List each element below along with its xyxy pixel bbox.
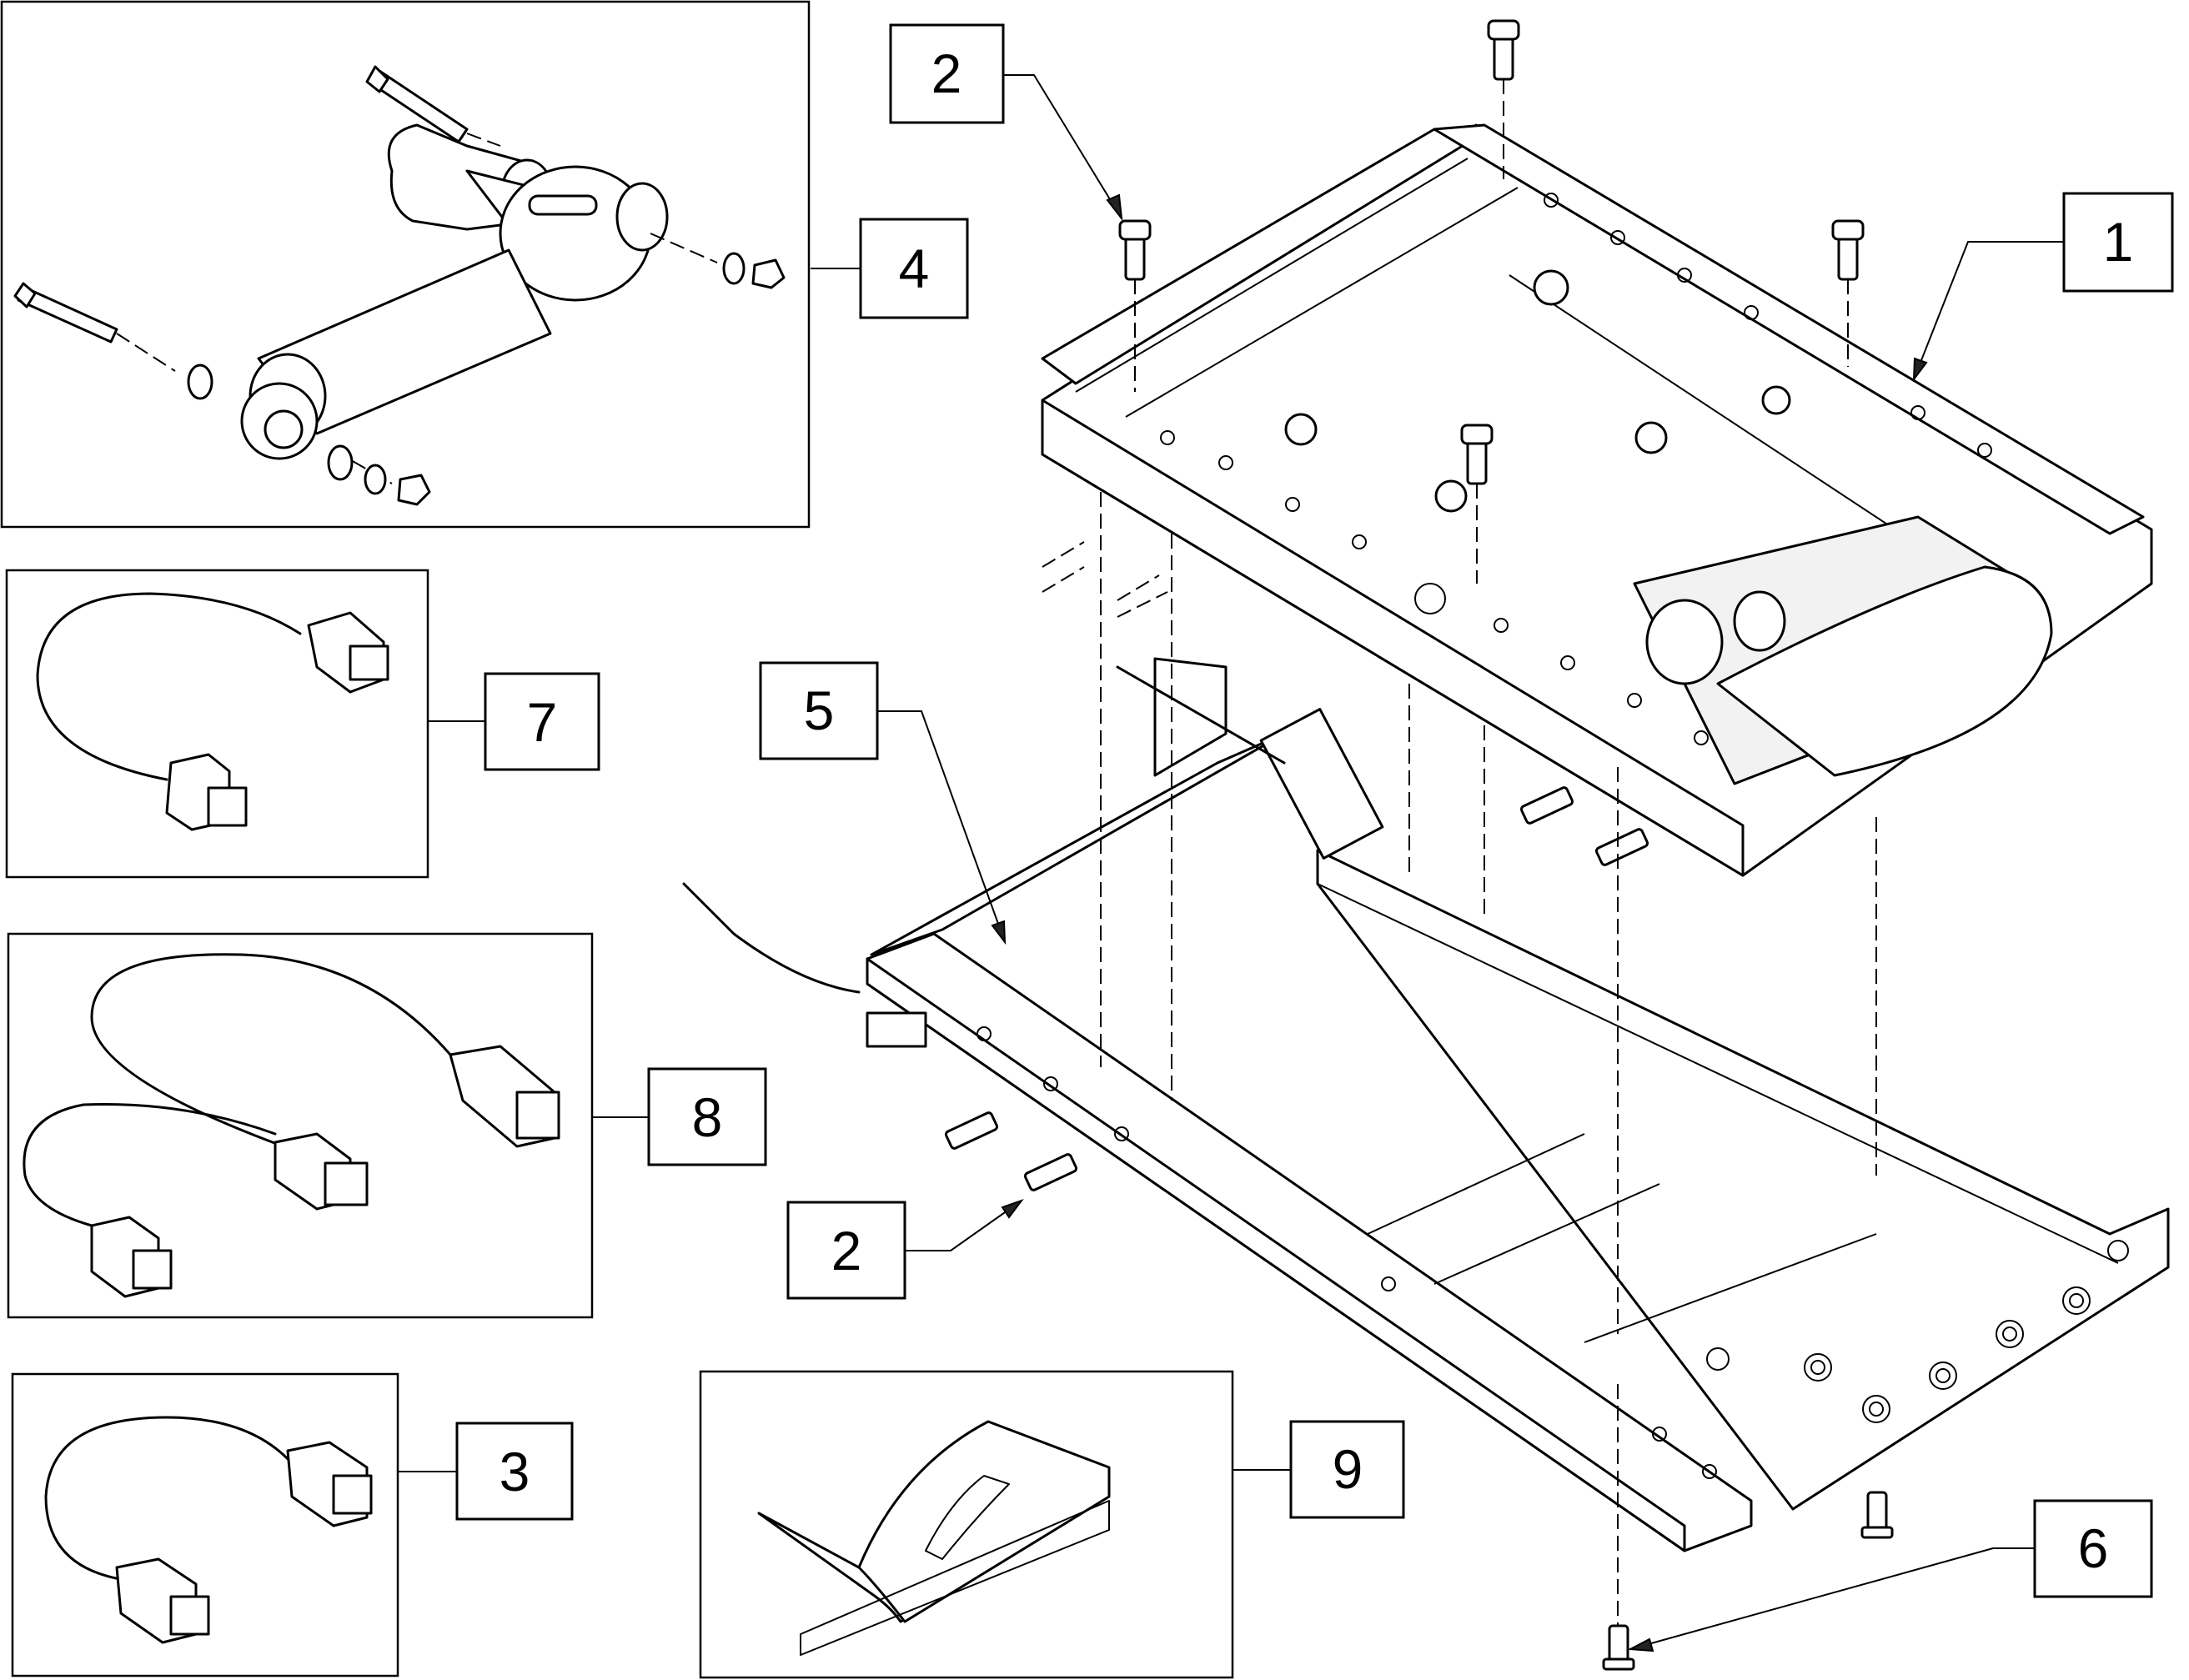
sensor-bracket [682, 657, 1384, 1048]
main-assembly [682, 19, 2170, 1671]
callout-8: 8 [647, 1067, 767, 1166]
shroud-9-illustration [757, 1420, 1111, 1656]
alignment-lines [1042, 79, 1877, 1626]
callout-1: 1 [1912, 192, 2174, 383]
cable-3-illustration [44, 1416, 373, 1644]
panel-actuator-kit: 4 [0, 0, 969, 529]
svg-text:5: 5 [804, 680, 835, 741]
callout-4: 4 [859, 218, 969, 319]
bolts [944, 19, 1894, 1671]
panel-shroud-9: 9 [699, 1370, 1405, 1679]
svg-text:2: 2 [931, 43, 962, 104]
svg-text:1: 1 [2103, 211, 2134, 273]
cable-7-illustration [36, 592, 389, 831]
seat-frame [1041, 123, 2153, 877]
svg-text:4: 4 [899, 238, 930, 299]
panel-cable-7: 7 [5, 569, 600, 879]
cable-8-illustration [23, 953, 560, 1298]
svg-text:7: 7 [527, 691, 558, 753]
panel-cable-8: 8 [7, 932, 767, 1319]
callout-2-bottom: 2 [786, 1198, 1024, 1300]
svg-text:3: 3 [500, 1441, 530, 1502]
frame-holes [1160, 193, 1992, 745]
svg-text:2: 2 [831, 1220, 862, 1281]
callout-6: 6 [1627, 1499, 2153, 1652]
base-frame [866, 849, 2170, 1552]
callout-7: 7 [484, 672, 600, 771]
callout-3: 3 [455, 1422, 574, 1521]
actuator-illustration [13, 65, 786, 506]
callout-2-top: 2 [889, 23, 1123, 222]
svg-text:8: 8 [692, 1086, 723, 1148]
callout-5: 5 [759, 661, 1007, 945]
plate-holes [1706, 1240, 2129, 1423]
callout-9: 9 [1289, 1420, 1405, 1519]
svg-text:6: 6 [2078, 1517, 2109, 1579]
svg-text:9: 9 [1333, 1438, 1363, 1500]
rail-holes [977, 1026, 1717, 1479]
panel-cable-3: 3 [11, 1372, 574, 1677]
